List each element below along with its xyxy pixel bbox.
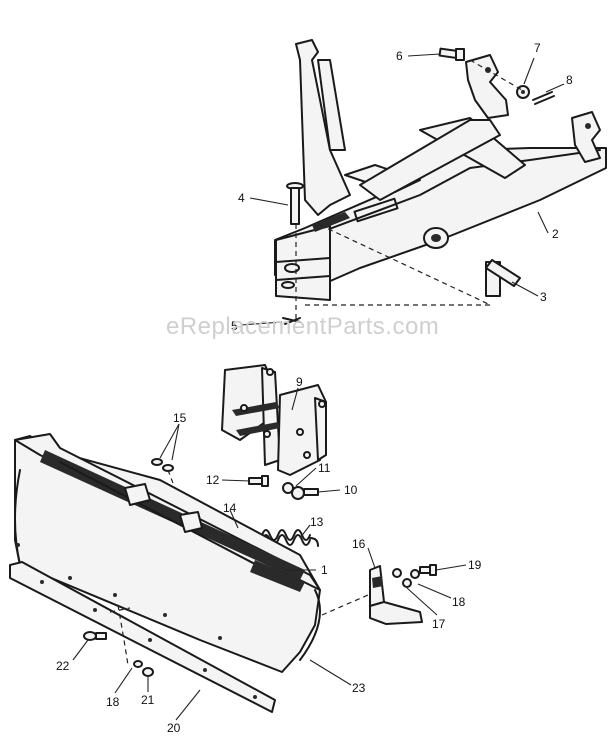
watermark-text: eReplacementParts.com	[166, 313, 439, 340]
callout-23: 23	[352, 681, 366, 695]
callout-10: 10	[344, 483, 358, 497]
callout-12: 12	[206, 473, 220, 487]
bolt-6	[438, 47, 465, 61]
callout-3: 3	[540, 290, 547, 304]
frame-hardware	[282, 47, 555, 325]
callout-2: 2	[552, 227, 559, 241]
mounting-bracket	[221, 364, 327, 476]
callout-1: 1	[321, 563, 328, 577]
callout-4: 4	[238, 191, 245, 205]
callout-7: 7	[534, 41, 541, 55]
callout-19: 19	[468, 558, 482, 572]
callout-labels: 1 2 3 4 5 6 7 8 9 10 11 12 13 14 15 16 1…	[56, 41, 573, 735]
frame-assembly	[274, 39, 607, 301]
cutting-edge	[9, 561, 276, 713]
callout-8: 8	[566, 73, 573, 87]
plow-blade	[14, 433, 321, 673]
callout-6: 6	[396, 49, 403, 63]
callout-16: 16	[352, 537, 366, 551]
callout-17: 17	[432, 617, 446, 631]
callout-20: 20	[167, 721, 181, 735]
callout-5: 5	[231, 319, 238, 333]
callout-14: 14	[223, 501, 237, 515]
callout-13: 13	[310, 515, 324, 529]
callout-18-edge: 18	[106, 695, 120, 709]
skid-shoe	[321, 564, 437, 625]
bolt-4	[286, 182, 304, 225]
callout-11: 11	[318, 461, 331, 475]
callout-21: 21	[141, 693, 155, 707]
leader-lines	[72, 53, 565, 721]
callout-22: 22	[56, 659, 70, 673]
callout-15: 15	[173, 411, 187, 425]
callout-9: 9	[296, 375, 303, 389]
callout-18-shoe: 18	[452, 595, 466, 609]
